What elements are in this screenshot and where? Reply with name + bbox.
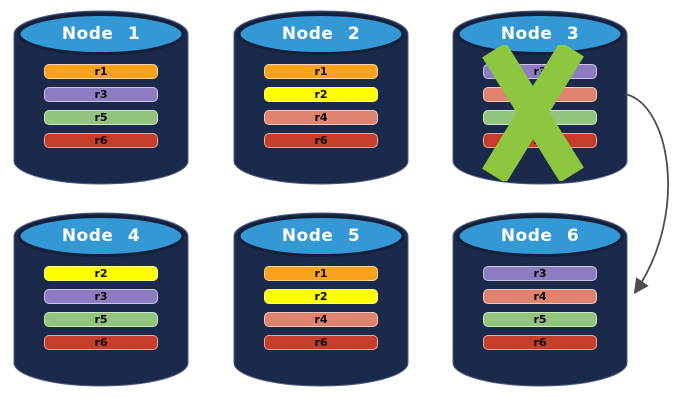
node-4: Node 4 r2 r3 r5 r6 (13, 211, 189, 387)
replica-list: r2 r3 r5 r6 (44, 266, 158, 358)
replica-bar-r5: r5 (44, 312, 158, 327)
replica-list: r1 r2 r4 r6 (264, 64, 378, 156)
replica-bar-r6: r6 (264, 335, 378, 350)
replica-bar-r5: r5 (483, 312, 597, 327)
replica-list: r3 r4 r5 r6 (483, 266, 597, 358)
replica-bar-r6: r6 (483, 133, 597, 148)
node-2: Node 2 r1 r2 r4 r6 (233, 9, 409, 185)
node-5: Node 5 r1 r2 r4 r6 (233, 211, 409, 387)
node-6: Node 6 r3 r4 r5 r6 (452, 211, 628, 387)
replica-bar-r6: r6 (44, 133, 158, 148)
replica-bar-r5: r5 (44, 110, 158, 125)
replica-bar-r6: r6 (264, 133, 378, 148)
replica-bar-r5: r5 (483, 110, 597, 125)
node-title: Node 5 (281, 226, 361, 246)
replica-bar-r4: r4 (264, 312, 378, 327)
replica-bar-r2: r2 (264, 289, 378, 304)
node-title: Node 6 (500, 226, 580, 246)
replica-bar-r3: r3 (483, 64, 597, 79)
node-title: Node 1 (61, 24, 141, 44)
node-3: Node 3 r3 r4 r5 r6 (452, 9, 628, 185)
replica-list: r3 r4 r5 r6 (483, 64, 597, 156)
replica-bar-r3: r3 (44, 87, 158, 102)
replica-list: r1 r3 r5 r6 (44, 64, 158, 156)
node-title: Node 2 (281, 24, 361, 44)
replica-bar-r4: r4 (483, 87, 597, 102)
replica-bar-r1: r1 (264, 266, 378, 281)
replica-bar-r3: r3 (44, 289, 158, 304)
replica-bar-r1: r1 (264, 64, 378, 79)
replica-bar-r6: r6 (44, 335, 158, 350)
replica-bar-r6: r6 (483, 335, 597, 350)
replica-bar-r3: r3 (483, 266, 597, 281)
replica-bar-r1: r1 (44, 64, 158, 79)
replica-bar-r4: r4 (483, 289, 597, 304)
replica-bar-r2: r2 (44, 266, 158, 281)
replica-list: r1 r2 r4 r6 (264, 266, 378, 358)
replica-bar-r4: r4 (264, 110, 378, 125)
replica-bar-r2: r2 (264, 87, 378, 102)
node-title: Node 3 (500, 24, 580, 44)
node-title: Node 4 (61, 226, 141, 246)
node-1: Node 1 r1 r3 r5 r6 (13, 9, 189, 185)
